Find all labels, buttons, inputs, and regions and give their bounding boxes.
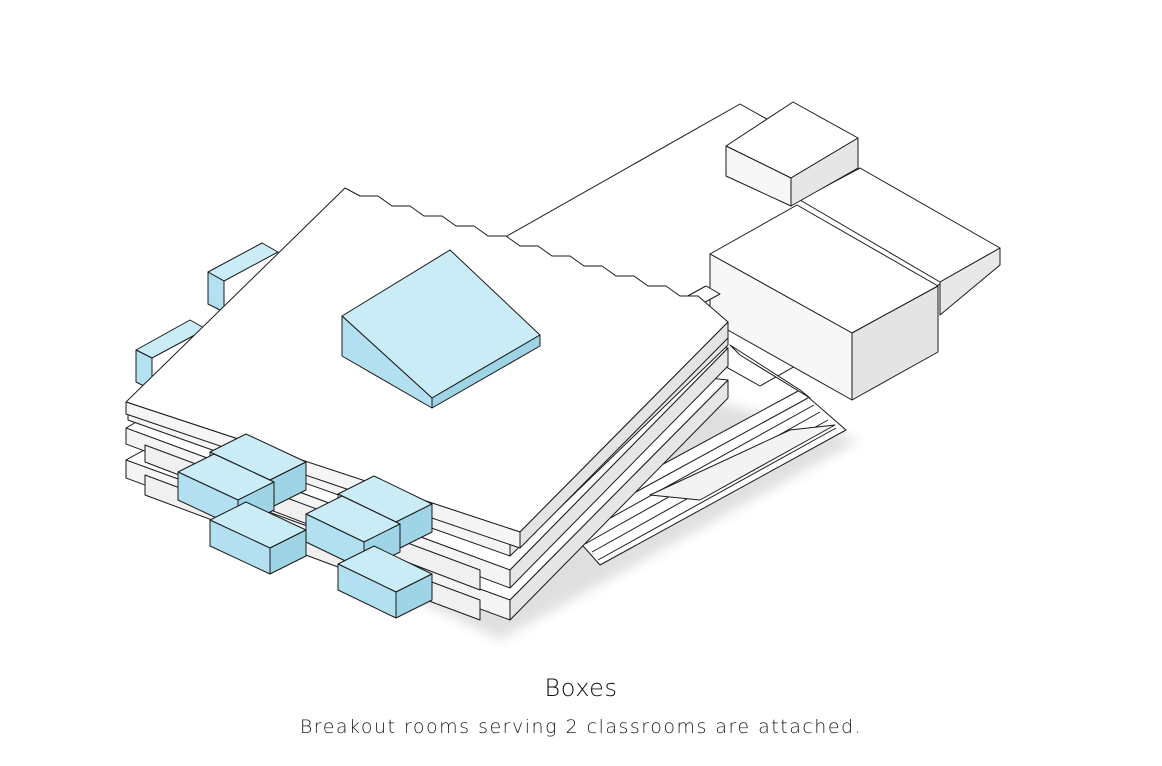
diagram-caption: Boxes Breakout rooms serving 2 classroom… bbox=[0, 668, 1162, 742]
breakout-box-front-6 bbox=[337, 545, 433, 619]
breakout-box-front-3 bbox=[209, 501, 307, 575]
breakout-box-left-upper bbox=[207, 242, 279, 313]
roof-breakout-box bbox=[341, 249, 541, 409]
caption-title: Boxes bbox=[544, 674, 618, 702]
caption-subtitle: Breakout rooms serving 2 classrooms are … bbox=[299, 716, 863, 738]
existing-building bbox=[499, 101, 1001, 401]
stepped-slabs bbox=[559, 344, 847, 566]
axonometric-diagram bbox=[125, 101, 1001, 640]
